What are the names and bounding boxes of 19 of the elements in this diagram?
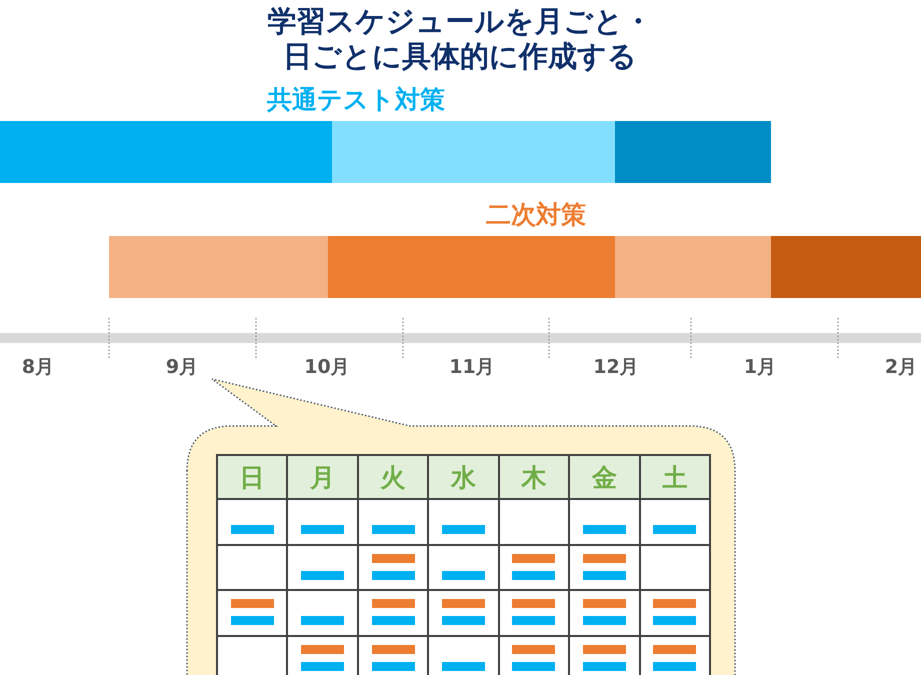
- month-label: 12月: [593, 357, 639, 378]
- month-label: 2月: [884, 357, 918, 378]
- weekday-header: 土: [638, 454, 711, 500]
- weekday-header: 金: [568, 454, 641, 500]
- weekday-header: 水: [427, 454, 500, 500]
- weekday-header: 火: [356, 454, 430, 500]
- weekday-header: 木: [498, 454, 570, 500]
- month-label: 10月: [304, 357, 350, 378]
- schedule-bar: [0, 86, 771, 183]
- weekday-header: 月: [286, 454, 359, 500]
- month-label: 11月: [449, 357, 495, 378]
- bar-label: 二次対策: [486, 201, 586, 228]
- weekday-header: 日: [216, 454, 288, 500]
- month-label: 8月: [22, 357, 54, 378]
- bar-label: 共通テスト対策: [267, 86, 445, 114]
- schedule-bar: [109, 201, 921, 298]
- diagram-title: 学習スケジュールを月ごと・日ごとに具体的に作成する: [266, 4, 654, 75]
- month-label: 9月: [166, 357, 198, 378]
- month-label: 1月: [744, 357, 776, 378]
